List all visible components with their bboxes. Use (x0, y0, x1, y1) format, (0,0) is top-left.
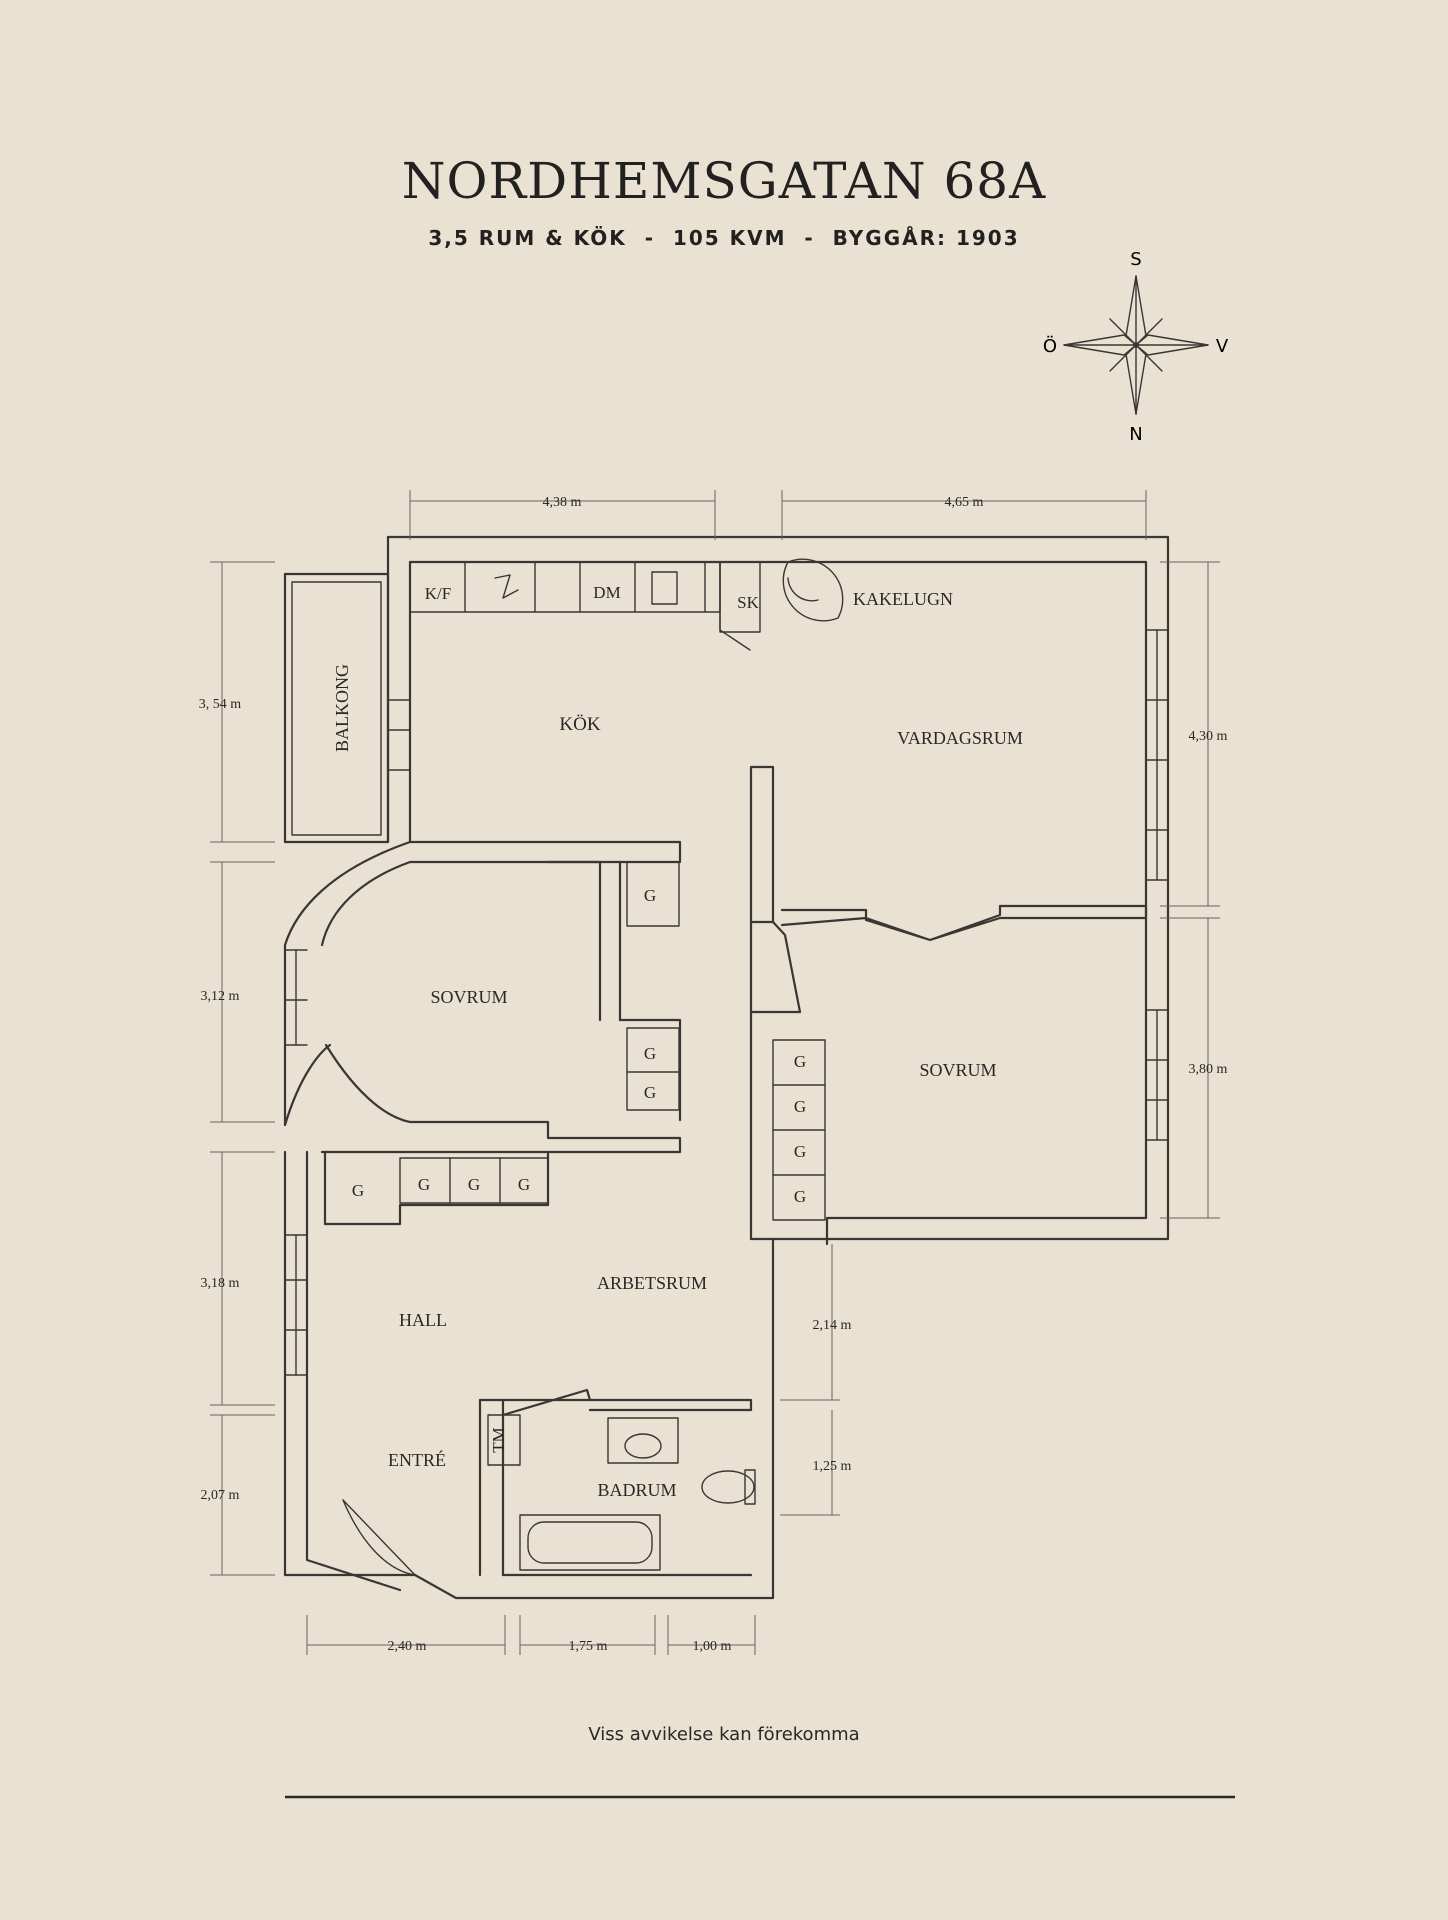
compass-south: S (1130, 249, 1141, 270)
compass-west: V (1216, 336, 1229, 357)
dim-left-1: 3, 54 m (199, 697, 242, 712)
room-sovrum-west: SOVRUM (430, 987, 507, 1007)
dim-mid-2: 1,25 m (813, 1459, 852, 1474)
wardrobe-label: G (468, 1175, 480, 1194)
dim-bottom-1: 2,40 m (388, 1639, 427, 1654)
room-balkong: BALKONG (332, 664, 352, 752)
dim-bottom-2: 1,75 m (569, 1639, 608, 1654)
wardrobe-label: G (518, 1175, 530, 1194)
fixture-sk: SK (737, 593, 759, 612)
footer-note: Viss avvikelse kan förekomma (588, 1724, 859, 1745)
dim-right-2: 3,80 m (1189, 1062, 1228, 1077)
windows (284, 629, 1169, 1376)
dim-left-4: 2,07 m (201, 1488, 240, 1503)
room-kakelugn: KAKELUGN (853, 589, 953, 609)
wardrobes (399, 861, 826, 1221)
room-arbetsrum: ARBETSRUM (597, 1273, 707, 1293)
bathroom-fixtures (487, 1414, 756, 1571)
compass-rose-icon (1063, 275, 1209, 415)
wardrobe-label: G (644, 1083, 656, 1102)
kakelugn-icon (782, 558, 844, 622)
dimension-lines (210, 490, 1220, 1655)
wardrobe-label: G (794, 1142, 806, 1161)
wardrobe-label: G (418, 1175, 430, 1194)
dim-top-left: 4,38 m (543, 495, 582, 510)
room-entre: ENTRÉ (388, 1449, 446, 1470)
dim-right-1: 4,30 m (1189, 729, 1228, 744)
fixture-tm: TM (489, 1427, 508, 1453)
kitchen-counter (409, 561, 761, 651)
compass-east: Ö (1043, 335, 1057, 357)
room-hall: HALL (399, 1310, 447, 1330)
room-kok: KÖK (559, 714, 600, 735)
dim-top-right: 4,65 m (945, 495, 984, 510)
wardrobe-label: G (644, 886, 656, 905)
dim-mid-1: 2,14 m (813, 1318, 852, 1333)
dim-bottom-3: 1,00 m (693, 1639, 732, 1654)
compass-north: N (1129, 424, 1142, 445)
room-sovrum-east: SOVRUM (919, 1060, 996, 1080)
page-title: NORDHEMSGATAN 68A (402, 152, 1046, 210)
dim-left-3: 3,18 m (201, 1276, 240, 1291)
fixture-dm: DM (593, 583, 620, 602)
room-vardagsrum: VARDAGSRUM (897, 728, 1023, 748)
wardrobe-label: G (794, 1187, 806, 1206)
wardrobe-label: G (794, 1097, 806, 1116)
fixture-kf: K/F (425, 584, 451, 603)
walls (283, 535, 1170, 1600)
room-badrum: BADRUM (597, 1480, 676, 1500)
wardrobe-label: G (352, 1181, 364, 1200)
page-subtitle: 3,5 RUM & KÖK - 105 KVM - BYGGÅR: 1903 (428, 226, 1019, 250)
dim-left-2: 3,12 m (201, 989, 240, 1004)
wardrobe-label: G (794, 1052, 806, 1071)
wardrobe-label: G (644, 1044, 656, 1063)
